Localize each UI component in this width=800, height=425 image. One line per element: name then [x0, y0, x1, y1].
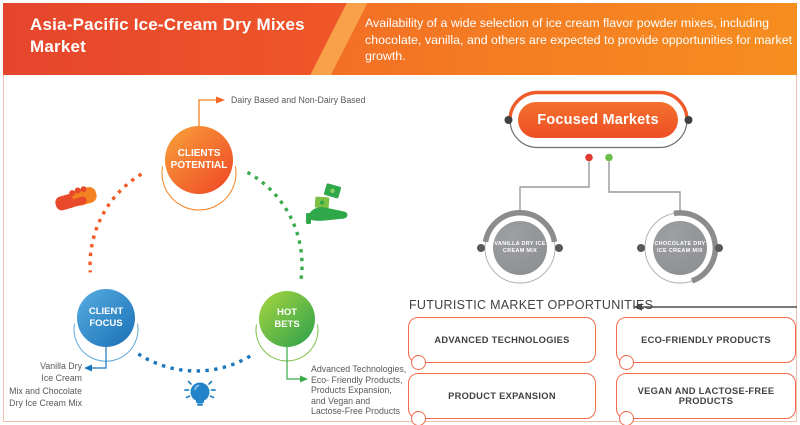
clients-potential-leader: [198, 96, 225, 127]
node-label-line: CLIENT: [88, 306, 124, 317]
clients-potential-annotation: Dairy Based and Non-Dairy Based: [231, 95, 366, 105]
focused-markets-outline: [504, 90, 693, 149]
green-dotted-arc: [246, 170, 304, 284]
page-subtitle: Availability of a wide selection of ice …: [365, 16, 793, 64]
red-pin-dot: [585, 153, 593, 162]
page-title: Asia-Pacific Ice-Cream Dry Mixes Market: [30, 15, 305, 56]
vanilla-market-circle: VANILLA DRY ICE CREAM MIX: [493, 221, 547, 275]
market-label-line: VANILLA DRY ICE: [494, 241, 546, 247]
annotation-line: Ice Cream: [41, 373, 82, 384]
blue-dotted-arc: [137, 352, 255, 373]
hot-bets-node: HOT BETS: [259, 291, 315, 347]
green-pin-dot: [605, 153, 613, 162]
annotation-line: Mix and Chocolate: [9, 385, 82, 396]
vanilla-market-ring: [477, 210, 563, 284]
annotation-line: Advanced Technologies,: [311, 364, 407, 374]
hot-bets-leader: [286, 347, 308, 383]
clients-potential-node: CLIENTS POTENTIAL: [165, 126, 233, 194]
annotation-line: and Vegan and: [311, 395, 371, 406]
node-label-line: POTENTIAL: [170, 160, 228, 171]
hot-bets-annotation: Advanced Technologies, Eco- Friendly Pro…: [311, 364, 409, 417]
opportunity-label: PRODUCT EXPANSION: [448, 391, 556, 401]
market-label-line: CREAM MIX: [502, 248, 538, 254]
market-label-line: ICE CREAM MIX: [656, 248, 704, 254]
opportunities-arrow: [633, 303, 797, 311]
header-banner: Asia-Pacific Ice-Cream Dry Mixes Market …: [3, 3, 797, 75]
client-focus-node: CLIENT FOCUS: [77, 289, 135, 347]
annotation-line: Dry Ice Cream Mix: [9, 397, 82, 408]
focused-markets-connectors: [519, 153, 681, 212]
annotation-line: Products Expansion,: [311, 385, 392, 396]
lightbulb-icon: [184, 380, 216, 406]
client-focus-leader: [84, 347, 107, 372]
header-left-panel: [3, 3, 347, 75]
annotation-line: Lactose-Free Products: [311, 406, 400, 417]
corner-circle-icon: [619, 411, 634, 425]
opportunity-label: VEGAN AND LACTOSE-FREE PRODUCTS: [637, 386, 775, 406]
chocolate-market-ring: [637, 210, 723, 284]
node-label-line: HOT: [276, 307, 298, 318]
node-label-line: BETS: [274, 319, 300, 330]
focused-markets-pill: Focused Markets: [518, 102, 678, 138]
opportunity-label: ADVANCED TECHNOLOGIES: [434, 335, 570, 345]
chocolate-market-circle: CHOCOLATE DRY ICE CREAM MIX: [653, 221, 707, 275]
market-label-line: CHOCOLATE DRY: [654, 241, 706, 247]
opportunities-heading: FUTURISTIC MARKET OPPORTUNITIES: [409, 298, 654, 312]
opportunity-box-vegan-lactose-free: VEGAN AND LACTOSE-FREE PRODUCTS: [616, 373, 796, 425]
annotation-line: Vanilla Dry: [40, 361, 82, 371]
client-focus-annotation: Vanilla Dry Ice Cream Mix and Chocolate …: [4, 360, 82, 409]
node-label-line: FOCUS: [89, 318, 123, 329]
corner-circle-icon: [411, 411, 426, 425]
handshake-icon: [55, 186, 97, 211]
corner-circle-icon: [619, 355, 634, 370]
opportunity-box-product-expansion: PRODUCT EXPANSION: [408, 373, 596, 425]
node-label-line: CLIENTS: [177, 147, 221, 159]
opportunity-label: ECO-FRIENDLY PRODUCTS: [641, 335, 771, 345]
corner-circle-icon: [411, 355, 426, 370]
annotation-line: Eco- Friendly Products,: [311, 374, 403, 385]
opportunity-box-advanced-technologies: ADVANCED TECHNOLOGIES: [408, 317, 596, 370]
opportunity-box-eco-friendly: ECO-FRIENDLY PRODUCTS: [616, 317, 796, 370]
money-in-hand-icon: [306, 183, 348, 224]
orange-dotted-arc: [88, 172, 143, 273]
orange-node-ring: [161, 166, 237, 211]
